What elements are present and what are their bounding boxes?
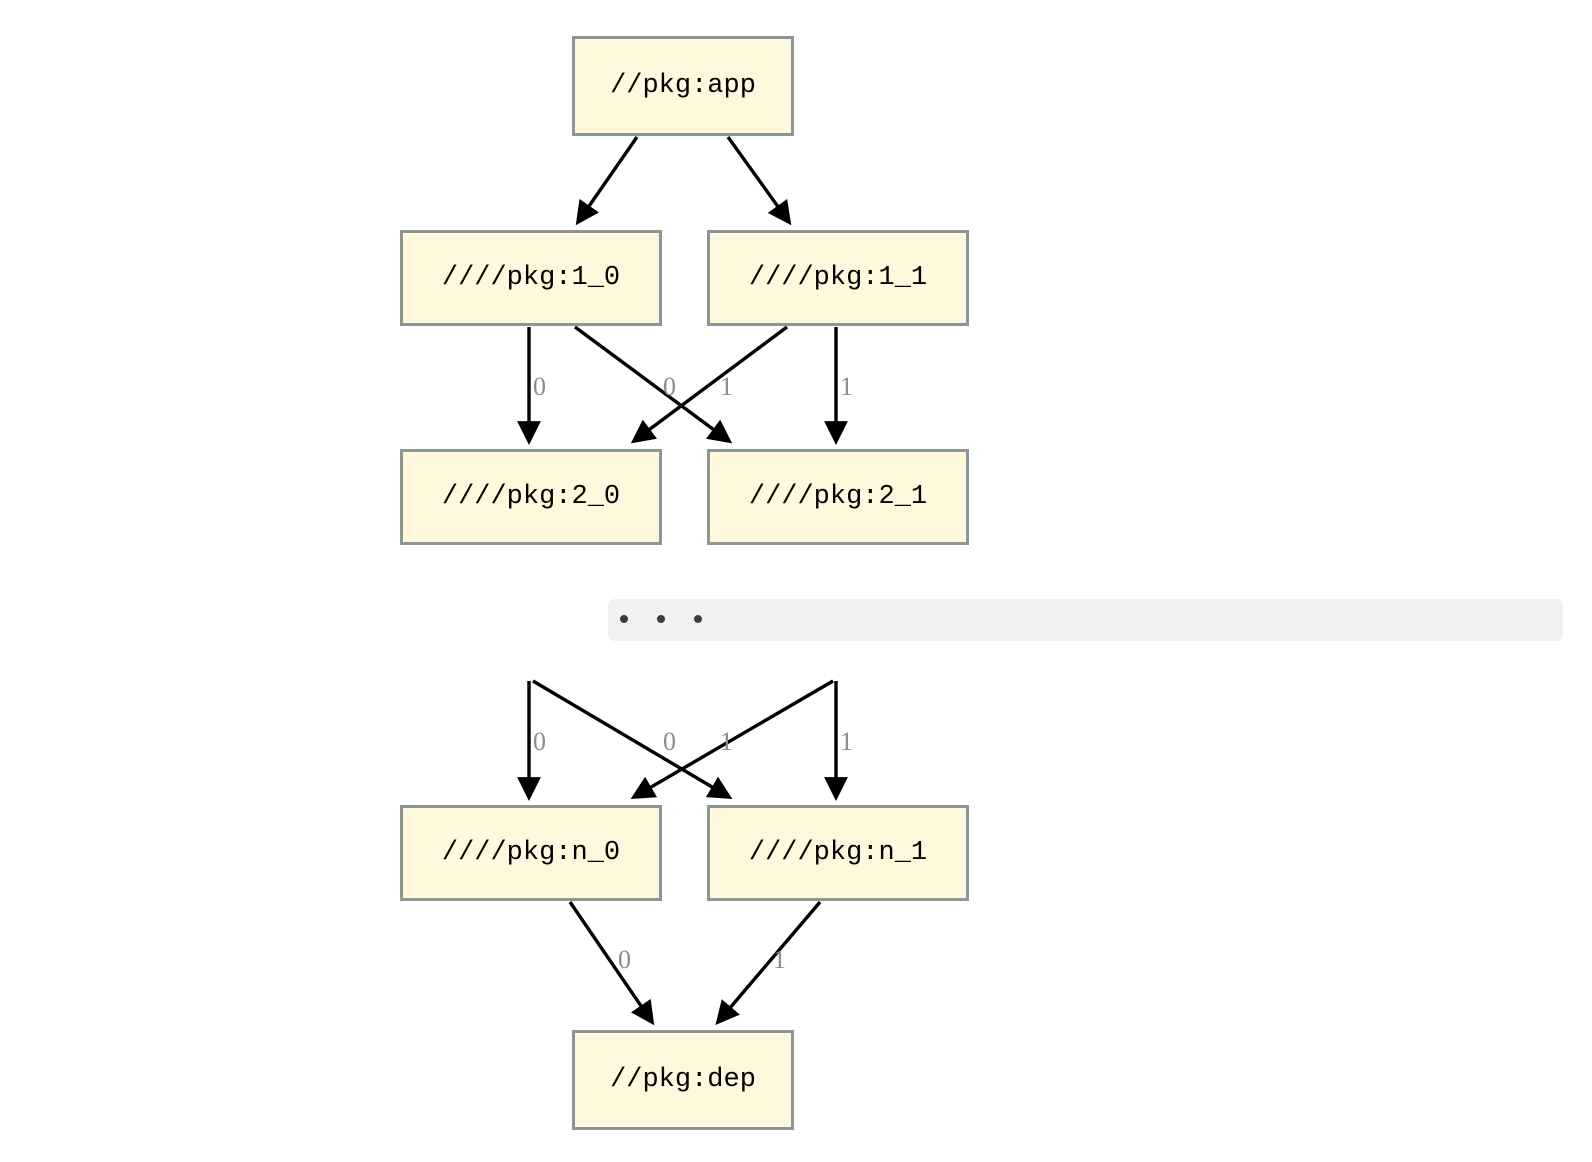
edge-above-to-n_1-cross (532, 679, 733, 800)
edge-label-n_0-dep: 0 (618, 945, 631, 974)
node-label: //pkg:dep (610, 1064, 756, 1095)
node-pkg-1_1[interactable]: ////pkg:1_1 (707, 230, 969, 326)
truncation-band (608, 599, 1563, 641)
node-label: ////pkg:n_0 (441, 837, 621, 868)
ellipsis-dot (620, 615, 628, 623)
node-pkg-n_1[interactable]: ////pkg:n_1 (707, 805, 969, 901)
ellipsis-dot (694, 615, 702, 623)
edge-above-to-n_0-cross (630, 679, 834, 799)
node-pkg-n_0[interactable]: ////pkg:n_0 (400, 805, 662, 901)
edge-label-above-n_0: 0 (533, 727, 546, 756)
edge-n_1-to-dep (715, 900, 822, 1026)
edge-label-1_0-2_0: 0 (533, 372, 546, 401)
node-pkg-2_0[interactable]: ////pkg:2_0 (400, 449, 662, 545)
node-pkg-1_0[interactable]: ////pkg:1_0 (400, 230, 662, 326)
edge-label-above-n_1-cross: 0 (663, 727, 676, 756)
ellipsis-icon (620, 615, 702, 623)
node-pkg-dep[interactable]: //pkg:dep (572, 1030, 794, 1130)
node-label: ////pkg:2_0 (441, 481, 621, 512)
node-pkg-2_1[interactable]: ////pkg:2_1 (707, 449, 969, 545)
node-pkg-app[interactable]: //pkg:app (572, 36, 794, 136)
node-label: ////pkg:1_0 (441, 262, 621, 293)
node-label: ////pkg:n_1 (748, 837, 928, 868)
edge-label-1_1-2_1: 1 (840, 372, 853, 401)
node-label: ////pkg:1_1 (748, 262, 928, 293)
edge-label-1_1-2_0: 1 (720, 372, 733, 401)
edge-1_1-to-2_0 (630, 325, 789, 444)
ellipsis-dot (657, 615, 665, 623)
edge-n_0-to-dep (568, 901, 655, 1026)
edge-label-above-n_0-cross: 1 (720, 727, 733, 756)
edge-label-above-n_1: 1 (840, 727, 853, 756)
edge-app-to-1_0 (575, 136, 639, 226)
node-label: //pkg:app (610, 70, 756, 101)
edge-label-1_0-2_1: 0 (663, 372, 676, 401)
edge-label-n_1-dep: 1 (773, 945, 786, 974)
node-label: ////pkg:2_1 (748, 481, 928, 512)
edge-1_0-to-2_1 (573, 325, 733, 444)
edge-app-to-1_1 (726, 136, 792, 226)
